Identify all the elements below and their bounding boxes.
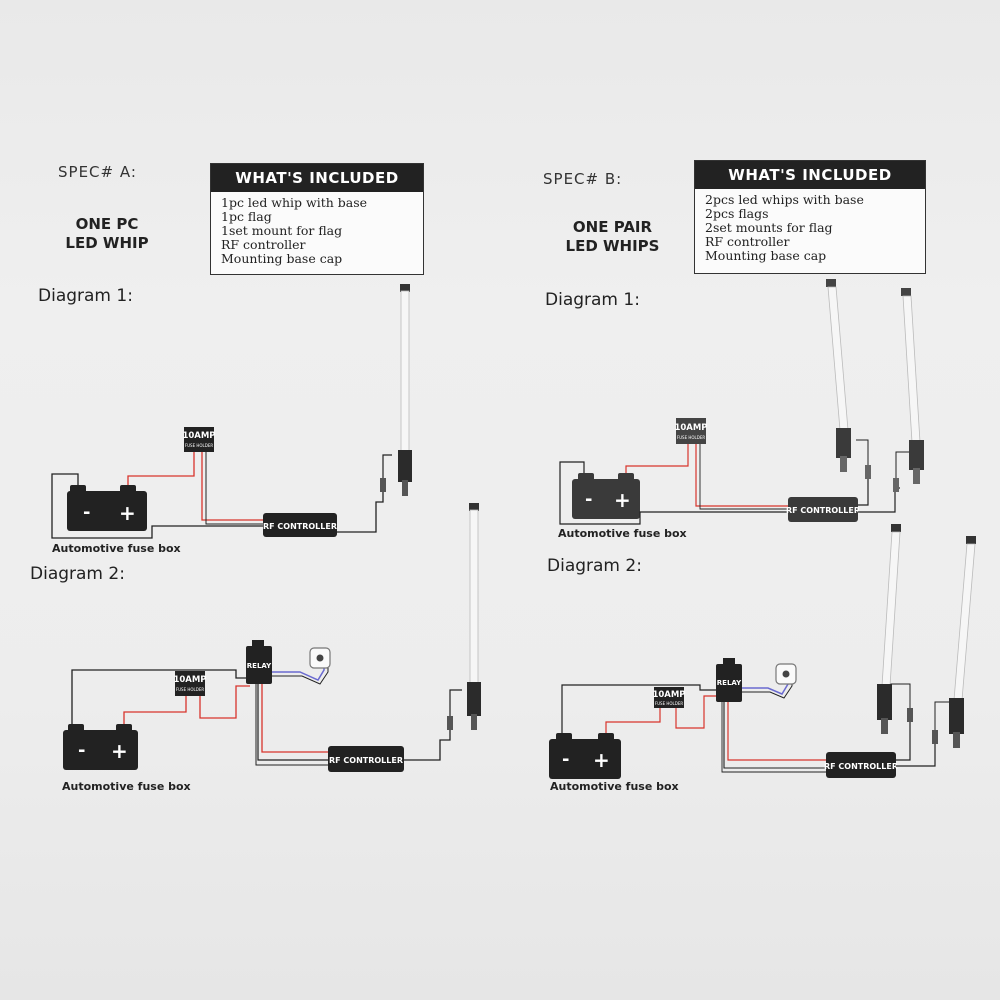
relay-label: RELAY xyxy=(247,662,272,670)
spec-b-diagram-2-label: Diagram 2: xyxy=(547,556,642,576)
spec-a-label: SPEC# A: xyxy=(58,163,137,181)
fuse-box-caption: Automotive fuse box xyxy=(550,780,679,793)
battery-icon: - + xyxy=(572,473,640,519)
list-item: RF controller xyxy=(221,237,306,252)
rf-controller-label: RF CONTROLLER xyxy=(329,756,403,765)
spec-a-kit-title: ONE PC LED WHIP xyxy=(52,215,162,253)
spec-b-included-title: WHAT'S INCLUDED xyxy=(695,161,925,189)
spec-b-diagram-1-label: Diagram 1: xyxy=(545,290,640,310)
list-item: 2pcs led whips with base xyxy=(705,192,864,207)
led-whip-icon xyxy=(467,503,481,730)
list-item: RF controller xyxy=(705,234,790,249)
list-item: Mounting base cap xyxy=(221,251,343,266)
led-whip-icon xyxy=(826,279,851,472)
list-item: 1pc flag xyxy=(221,209,272,224)
rf-controller-label: RF CONTROLLER xyxy=(824,762,898,771)
led-whip-icon xyxy=(901,288,924,484)
list-item: 2set mounts for flag xyxy=(705,220,833,235)
battery-plus: + xyxy=(593,748,610,772)
battery-plus: + xyxy=(111,739,128,763)
spec-b-label: SPEC# B: xyxy=(543,170,623,188)
fuse-holder-label: FUSE HOLDER xyxy=(176,687,205,692)
rf-controller: RF CONTROLLER xyxy=(328,746,404,772)
battery-plus: + xyxy=(119,501,136,525)
fuse-box-caption: Automotive fuse box xyxy=(558,527,687,540)
spec-a-included-box: WHAT'S INCLUDED 1pc led whip with base 1… xyxy=(210,163,424,275)
fuse-holder-label: FUSE HOLDER xyxy=(185,443,214,448)
battery-icon: - + xyxy=(63,724,138,770)
fuse-holder-icon: 10AMP FUSE HOLDER xyxy=(182,427,216,452)
fuse-box-caption: Automotive fuse box xyxy=(62,780,191,793)
rf-controller-label: RF CONTROLLER xyxy=(786,506,860,515)
spec-a-diagram-1: - + Automotive fuse box 10AMP FUSE HOLDE… xyxy=(51,284,412,555)
battery-minus: - xyxy=(562,749,569,770)
spec-a-kit-line-1: ONE PC xyxy=(75,215,139,233)
spec-a-diagram-2-label: Diagram 2: xyxy=(30,564,125,584)
list-item: 1pc led whip with base xyxy=(221,195,368,210)
led-whip-icon xyxy=(877,524,901,734)
fuse-box-caption: Automotive fuse box xyxy=(52,542,181,555)
fuse-amp-label: 10AMP xyxy=(182,431,215,441)
fuse-holder-icon: 10AMP FUSE HOLDER xyxy=(173,671,207,696)
rf-controller-label: RF CONTROLLER xyxy=(263,522,337,531)
battery-icon: - + xyxy=(67,485,147,531)
led-whip-icon xyxy=(398,284,412,496)
spec-b-diagram-2: - + Automotive fuse box 10AMP FUSE HOLDE… xyxy=(549,524,976,793)
spec-b-diagram-1: - + Automotive fuse box 10AMP FUSE HOLDE… xyxy=(558,279,924,540)
fuse-holder-label: FUSE HOLDER xyxy=(655,701,684,706)
switch-icon xyxy=(309,647,331,669)
fuse-amp-label: 10AMP xyxy=(674,423,707,433)
rf-controller: RF CONTROLLER xyxy=(263,513,337,537)
relay-icon: RELAY xyxy=(246,640,272,684)
spec-a-included-title: WHAT'S INCLUDED xyxy=(211,164,423,192)
relay-label: RELAY xyxy=(717,679,742,687)
battery-icon: - + xyxy=(549,733,621,779)
list-item: Mounting base cap xyxy=(705,248,827,263)
list-item: 2pcs flags xyxy=(705,206,769,221)
battery-minus: - xyxy=(78,740,85,761)
spec-b-kit-line-1: ONE PAIR xyxy=(572,218,653,236)
battery-minus: - xyxy=(585,489,592,510)
fuse-holder-icon: 10AMP FUSE HOLDER xyxy=(674,418,708,444)
list-item: 1set mount for flag xyxy=(221,223,343,238)
switch-icon xyxy=(775,663,797,685)
fuse-holder-icon: 10AMP FUSE HOLDER xyxy=(652,687,686,708)
battery-minus: - xyxy=(83,502,90,523)
spec-a-diagram-1-label: Diagram 1: xyxy=(38,286,133,306)
spec-b-kit-title: ONE PAIR LED WHIPS xyxy=(550,218,675,256)
fuse-holder-label: FUSE HOLDER xyxy=(677,435,706,440)
spec-a-diagram-2: - + Automotive fuse box 10AMP FUSE HOLDE… xyxy=(62,503,481,793)
spec-b-kit-line-2: LED WHIPS xyxy=(565,237,660,255)
spec-b-included-box: WHAT'S INCLUDED 2pcs led whips with base… xyxy=(694,160,926,274)
relay-icon: RELAY xyxy=(716,658,742,702)
rf-controller: RF CONTROLLER xyxy=(786,497,860,522)
fuse-amp-label: 10AMP xyxy=(652,690,685,700)
spec-a-included-list: 1pc led whip with base 1pc flag 1set mou… xyxy=(211,196,423,266)
spec-a-kit-line-2: LED WHIP xyxy=(65,234,149,252)
led-whip-icon xyxy=(949,536,976,748)
battery-plus: + xyxy=(614,488,631,512)
rf-controller: RF CONTROLLER xyxy=(824,752,898,778)
spec-b-included-list: 2pcs led whips with base 2pcs flags 2set… xyxy=(695,193,925,263)
fuse-amp-label: 10AMP xyxy=(173,675,206,685)
